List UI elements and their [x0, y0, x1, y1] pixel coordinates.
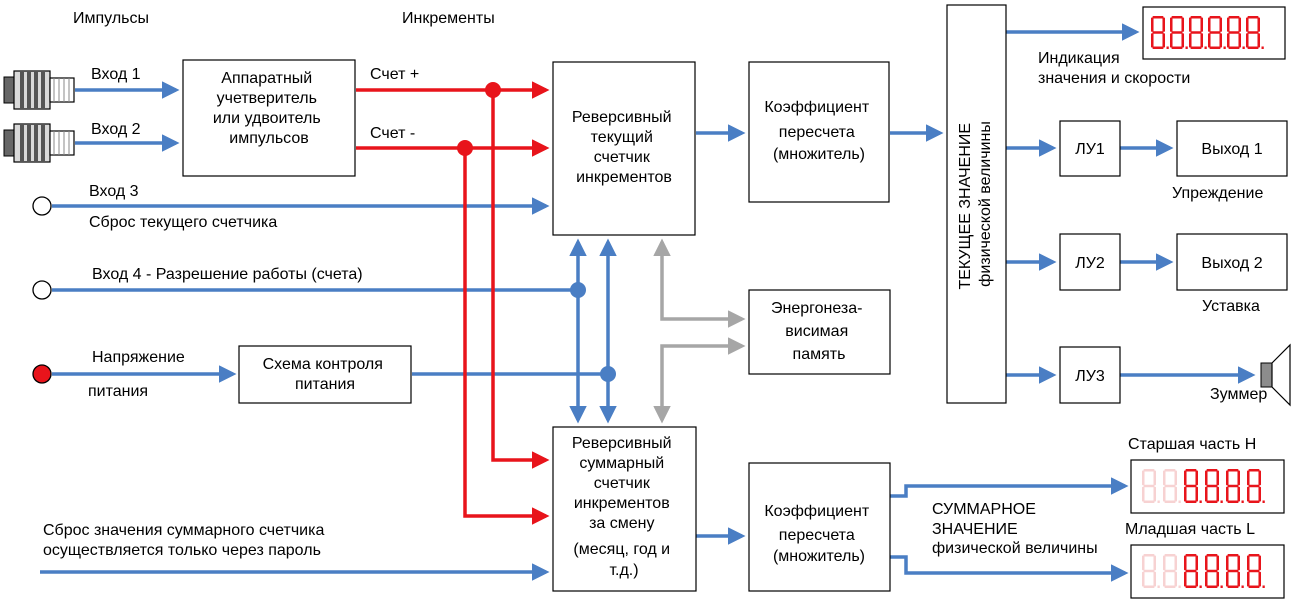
- lu2-block: [1059, 233, 1121, 291]
- power-label-1: Напряжение: [92, 349, 185, 366]
- low-part-label: Младшая часть L: [1125, 521, 1255, 538]
- input-1-label: Вход 1: [91, 66, 141, 83]
- total-counter-label: Реверсивный суммарный счетчик инкременто…: [572, 435, 676, 579]
- total-counter-block: [552, 426, 697, 592]
- power-terminal-icon: [32, 364, 52, 384]
- current-to-memory-line: [653, 238, 746, 328]
- current-value-label: ТЕКУЩЕЕ ЗНАЧЕНИЕ физической величины: [957, 118, 994, 289]
- total-to-memory-line: [653, 337, 746, 424]
- output-1-label: Выход 1: [1201, 141, 1262, 158]
- quadrature-block: [182, 59, 356, 177]
- setpoint-label: Уставка: [1202, 298, 1260, 315]
- count-minus-junction-dot: [457, 140, 473, 156]
- input-2-label: Вход 2: [91, 121, 141, 138]
- coefficient-2-block: [748, 462, 891, 592]
- lu1-block: [1059, 120, 1121, 177]
- red-junction-dots: [457, 82, 501, 156]
- power-label-2: питания: [88, 383, 148, 400]
- reset-current-label: Сброс текущего счетчика: [89, 214, 277, 231]
- anticipation-label: Упреждение: [1172, 185, 1263, 202]
- seven-segment-display-icon: [1151, 16, 1264, 49]
- output-2-block: [1176, 233, 1288, 291]
- current-value-block: [946, 4, 1007, 404]
- current-counter-label: Реверсивный текущий счетчик инкрементов: [572, 109, 676, 186]
- input-3-label: Вход 3: [89, 183, 139, 200]
- seven-segment-display-icon: [1142, 469, 1265, 503]
- total-value-label: СУММАРНОЕ ЗНАЧЕНИЕ физической величины: [932, 501, 1098, 557]
- coefficient-1-block: [748, 61, 890, 203]
- buzzer-label: Зуммер: [1210, 386, 1267, 403]
- coef-to-high-line: [890, 477, 1129, 498]
- nonvolatile-memory-block: [748, 289, 891, 375]
- nonvolatile-memory-label: Энергонеза- висимая память: [771, 300, 867, 363]
- lu3-block: [1059, 346, 1121, 404]
- input-4-terminal-icon: [32, 280, 52, 300]
- count-minus-label: Счет -: [370, 125, 415, 142]
- lu2-label: ЛУ2: [1075, 255, 1105, 272]
- increments-header: Инкременты: [402, 10, 495, 27]
- power-control-label: Схема контроля питания: [263, 356, 388, 393]
- indication-label-1: Индикация: [1038, 50, 1120, 67]
- count-plus-label: Счет +: [370, 66, 419, 83]
- coefficient-2-label: Коэффициент пересчета (множитель): [764, 503, 873, 565]
- input-4-label: Вход 4 - Разрешение работы (счета): [92, 266, 363, 283]
- current-counter-block: [552, 61, 696, 236]
- output-1-block: [1176, 120, 1288, 177]
- blue-signal-lines: [40, 23, 1256, 582]
- power-control-block: [238, 345, 412, 404]
- enable-junction-dot: [570, 282, 586, 298]
- red-signal-lines: [356, 81, 550, 525]
- reset-total-label-1: Сброс значения суммарного счетчика: [43, 522, 324, 539]
- seven-segment-display-icon: [1142, 554, 1265, 588]
- coef-to-low-line: [890, 555, 1129, 582]
- coefficient-1-label: Коэффициент пересчета (множитель): [764, 99, 873, 163]
- power-junction-dot: [600, 366, 616, 382]
- quadrature-label: Аппаратный учетверитель или удвоитель им…: [213, 70, 325, 147]
- proximity-sensor-icon: [3, 70, 75, 110]
- blue-junction-dots: [570, 282, 616, 382]
- proximity-sensor-icon: [3, 123, 75, 163]
- reset-total-label-2: осуществляется только через пароль: [43, 542, 321, 559]
- count-plus-junction-dot: [485, 82, 501, 98]
- speaker-icon: [1260, 343, 1291, 407]
- gray-memory-lines: [653, 238, 746, 424]
- lu1-label: ЛУ1: [1075, 141, 1105, 158]
- high-part-label: Старшая часть H: [1128, 436, 1256, 453]
- input-3-terminal-icon: [32, 196, 52, 216]
- pulses-header: Импульсы: [73, 10, 149, 27]
- count-plus-total-line: [491, 90, 550, 469]
- indication-label-2: значения и скорости: [1038, 70, 1190, 87]
- lu3-label: ЛУ3: [1075, 368, 1105, 385]
- output-2-label: Выход 2: [1201, 255, 1262, 272]
- count-minus-total-line: [463, 148, 550, 525]
